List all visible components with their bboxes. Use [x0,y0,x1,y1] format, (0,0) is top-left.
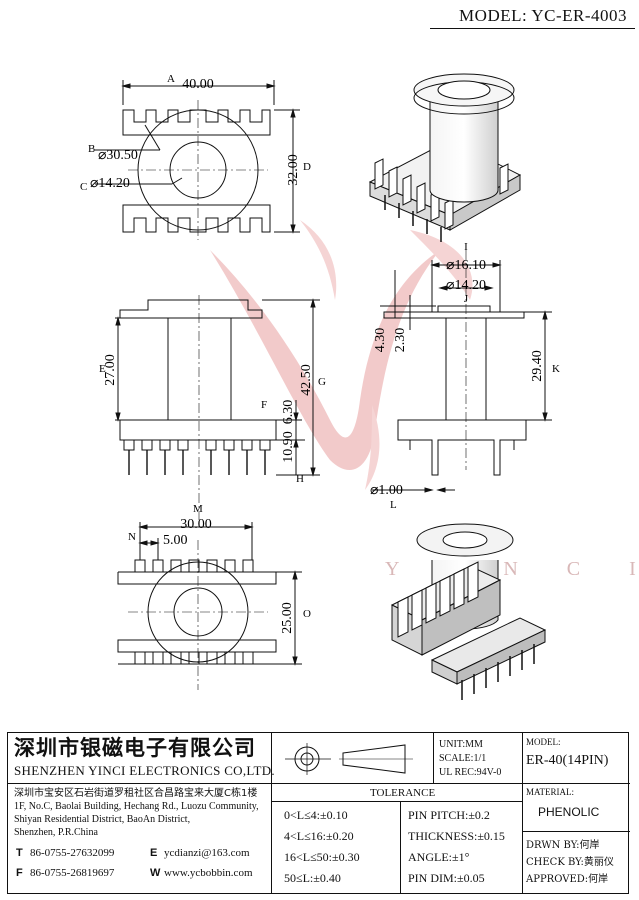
projection-symbol-icon [285,743,413,775]
model-title: MODEL: YC-ER-4003 [459,6,627,25]
dim-step2: 2.30 [393,328,408,353]
check-by: CHECK BY:黄丽仪 [526,857,614,868]
dim-depth-top: 32.00 [286,154,301,186]
technical-drawing: Y I N C I 40.00 A B ⌀30.50 C ⌀14.20 32.0… [80,73,639,700]
company-name-cn: 深圳市银磁电子有限公司 [14,736,256,760]
label-outer-dia: B [88,143,95,155]
divider [271,783,522,784]
label-width: A [167,73,175,85]
isometric-view-top [368,73,522,242]
label-bottom-depth: O [303,608,311,620]
dim-outer-dia: ⌀30.50 [98,148,138,163]
divider [522,783,630,784]
dim-pin-height: 10.90 [281,431,296,463]
dim-total-height: 42.50 [299,364,314,396]
dim-step1: 4.30 [373,328,388,353]
divider [8,783,271,784]
dim-top-inner: ⌀14.20 [446,278,486,293]
address-en-3: Shenzhen, P.R.China [14,827,98,838]
tolerance-row: 4<L≤16:±0.20 [284,829,354,843]
label-pin-height: H [296,473,304,485]
web-label: W [150,867,161,879]
divider [271,733,272,893]
address-en-1: 1F, No.C, Baolai Building, Hechang Rd., … [14,801,259,812]
email-label: E [150,847,158,859]
email-value: ycdianzi@163.com [164,847,250,859]
material-value: PHENOLIC [538,805,600,819]
label-top-inner: J [464,293,469,305]
divider [522,733,523,893]
web-value: www.ycbobbin.com [164,867,253,879]
watermark-text: Y I N C I [385,558,639,580]
dim-side-height: 29.40 [530,350,545,382]
label-depth-top: D [303,161,311,173]
drawn-by: DRWN BY:何岸 [526,840,600,851]
header-rule [430,28,635,29]
spec-row: ANGLE:±1° [408,850,470,864]
divider [400,801,401,893]
title-block: 深圳市银磁电子有限公司 SHENZHEN YINCI ELECTRONICS C… [7,732,630,894]
front-view [115,295,320,520]
label-side-height: K [552,363,560,375]
dim-inner-dia: ⌀14.20 [90,176,130,191]
label-total-height: G [318,376,326,388]
ul-text: UL REC:94V-0 [439,767,502,778]
address-en-2: Shiyan Residential District, BaoAn Distr… [14,814,191,825]
scale-text: SCALE:1/1 [439,753,487,764]
dim-pitch: 5.00 [163,533,188,548]
dim-top-outer: ⌀16.10 [446,258,486,273]
bottom-view [117,522,302,690]
tolerance-row: 0<L≤4:±0.10 [284,808,348,822]
spec-row: PIN DIM:±0.05 [408,871,485,885]
tolerance-row: 50≤L:±0.40 [284,871,341,885]
tolerance-row: 16<L≤50:±0.30 [284,850,360,864]
tel-label: T [16,847,23,859]
dim-body-height: 27.00 [103,354,118,386]
tolerance-title: TOLERANCE [370,787,436,799]
model-value: ER-40(14PIN) [526,753,609,768]
label-top-outer: I [464,241,468,253]
spec-row: PIN PITCH:±0.2 [408,808,490,822]
divider [522,831,630,832]
model-label: MODEL: [526,737,561,747]
dim-flange: 6.30 [281,400,296,425]
dim-pin-dia: ⌀1.00 [370,483,403,498]
dim-span: 30.00 [180,517,212,532]
company-name-en: SHENZHEN YINCI ELECTRONICS CO,LTD. [14,763,275,778]
unit-text: UNIT:MM [439,739,483,750]
dim-bottom-depth: 25.00 [280,602,295,634]
label-pitch: N [128,531,136,543]
side-view [372,250,552,493]
top-view [95,80,300,240]
approved-by: APPROVED:何岸 [526,874,609,885]
label-span: M [193,503,203,515]
divider [271,801,522,802]
isometric-view-bottom [390,523,547,700]
label-flange: F [261,399,267,411]
fax-label: F [16,867,23,879]
divider [433,733,434,783]
label-body-height: E [99,363,106,375]
material-label: MATERIAL: [526,787,574,797]
fax-value: 86-0755-26819697 [30,867,115,879]
label-pin-dia: L [390,499,397,511]
tel-value: 86-0755-27632099 [30,847,115,859]
spec-row: THICKNESS:±0.15 [408,829,505,843]
address-cn: 深圳市宝安区石岩街道罗租社区合昌路宝来大厦C栋1楼 [14,788,258,799]
label-inner-dia: C [80,181,87,193]
dim-width: 40.00 [182,77,214,92]
